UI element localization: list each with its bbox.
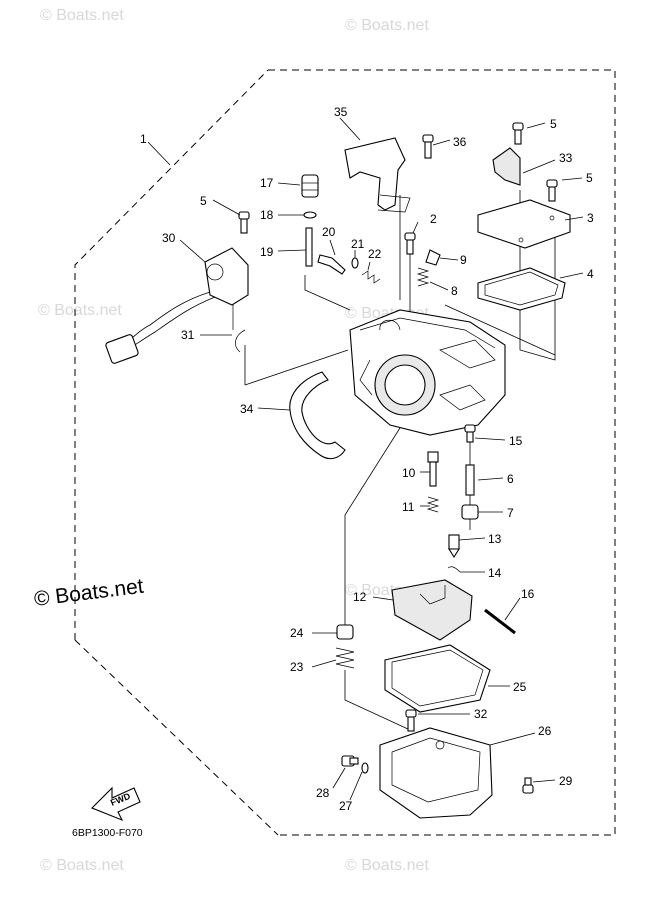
callout-4: 4 — [587, 267, 594, 281]
callout-25: 25 — [513, 680, 527, 694]
part-24-plunger-cap — [336, 624, 354, 640]
part-21-washer — [351, 257, 359, 269]
part-29-screw — [522, 777, 534, 794]
part-3-cover-plate — [477, 199, 571, 249]
callout-8: 8 — [451, 284, 458, 298]
part-32-screw — [405, 709, 417, 732]
part-5-screw — [238, 211, 250, 234]
assembly-boundary — [74, 69, 616, 836]
callout-5: 5 — [200, 194, 207, 208]
callout-5: 5 — [550, 117, 557, 131]
callout-15: 15 — [509, 434, 523, 448]
part-34-fuel-hose — [289, 371, 346, 460]
part-23-spring — [335, 647, 355, 669]
callout-30: 30 — [162, 231, 176, 245]
callout-17: 17 — [260, 176, 274, 190]
connector-lines — [244, 190, 556, 731]
callout-7: 7 — [507, 506, 514, 520]
callout-14: 14 — [488, 566, 502, 580]
callout-1: 1 — [140, 132, 147, 146]
part-4-gasket — [477, 267, 566, 311]
part-2-screw — [404, 232, 416, 255]
part-30-choke-solenoid — [105, 247, 249, 364]
callout-33: 33 — [559, 151, 573, 165]
watermark: © Boats.net — [40, 7, 124, 24]
assembly-boundary-lower — [74, 639, 279, 836]
callout-3: 3 — [587, 211, 594, 225]
part-16-float-pin — [484, 608, 516, 635]
part-10-main-jet — [427, 451, 439, 487]
part-14-clip — [447, 566, 461, 573]
part-28-drain-screw — [341, 755, 359, 767]
part-31-clip — [235, 329, 246, 353]
part-9-screw — [425, 249, 441, 266]
callout-13: 13 — [488, 532, 502, 546]
callout-35: 35 — [334, 105, 348, 119]
watermarks: © Boats.net © Boats.net © Boats.net © Bo… — [33, 7, 430, 874]
part-35-bracket — [344, 137, 411, 213]
part-18-o-ring — [303, 211, 317, 219]
part-36-screw — [422, 134, 434, 159]
callout-18: 18 — [260, 208, 274, 222]
part-5-screw — [546, 179, 558, 202]
part-26-float-chamber — [379, 727, 493, 819]
callout-32: 32 — [474, 707, 488, 721]
part-8-spring — [416, 267, 430, 287]
part-33-clip — [492, 147, 521, 186]
callout-5: 5 — [586, 171, 593, 185]
callout-11: 11 — [402, 500, 415, 514]
watermark: © Boats.net — [38, 302, 122, 319]
watermark: © Boats.net — [40, 857, 124, 874]
callout-29: 29 — [559, 774, 573, 788]
callout-9: 9 — [460, 253, 467, 267]
part-12-float — [391, 579, 473, 641]
callout-2: 2 — [430, 212, 437, 226]
part-19-plunger — [305, 227, 313, 267]
callout-23: 23 — [290, 660, 304, 674]
callout-28: 28 — [316, 786, 330, 800]
part-15-screw — [464, 424, 476, 443]
callout-10: 10 — [402, 466, 416, 480]
part-6-jet — [465, 464, 475, 496]
callout-27: 27 — [339, 799, 353, 813]
carburetor-body — [349, 309, 506, 436]
callout-24: 24 — [290, 626, 304, 640]
callout-19: 19 — [260, 245, 274, 259]
callout-22: 22 — [368, 247, 382, 261]
part-11-spring — [426, 496, 440, 513]
part-27-washer — [361, 762, 369, 774]
callout-36: 36 — [453, 135, 467, 149]
callout-12: 12 — [353, 590, 367, 604]
part-20-pilot-screw — [317, 254, 346, 275]
callout-20: 20 — [322, 225, 336, 239]
part-5-screw — [512, 122, 524, 145]
leader-lines — [147, 117, 584, 801]
callout-16: 16 — [521, 587, 535, 601]
watermark: © Boats.net — [345, 857, 429, 874]
watermark: © Boats.net — [345, 17, 429, 34]
callout-21: 21 — [351, 237, 365, 251]
callout-26: 26 — [538, 724, 552, 738]
part-7-plug — [461, 504, 479, 520]
callout-34: 34 — [240, 402, 254, 416]
watermark-large: © Boats.net — [33, 575, 145, 611]
fwd-arrow-icon: FWD — [91, 786, 141, 822]
part-13-needle-valve — [448, 534, 460, 559]
callout-6: 6 — [507, 472, 514, 486]
diagram-code: 6BP1300-F070 — [72, 827, 143, 839]
part-22-spring — [361, 270, 381, 284]
part-17-cap — [301, 174, 319, 198]
callout-31: 31 — [181, 328, 195, 342]
callout-labels: 1 35 36 5 33 5 3 4 17 5 18 19 20 21 22 2… — [140, 105, 594, 813]
part-25-float-chamber-gasket — [384, 644, 491, 713]
